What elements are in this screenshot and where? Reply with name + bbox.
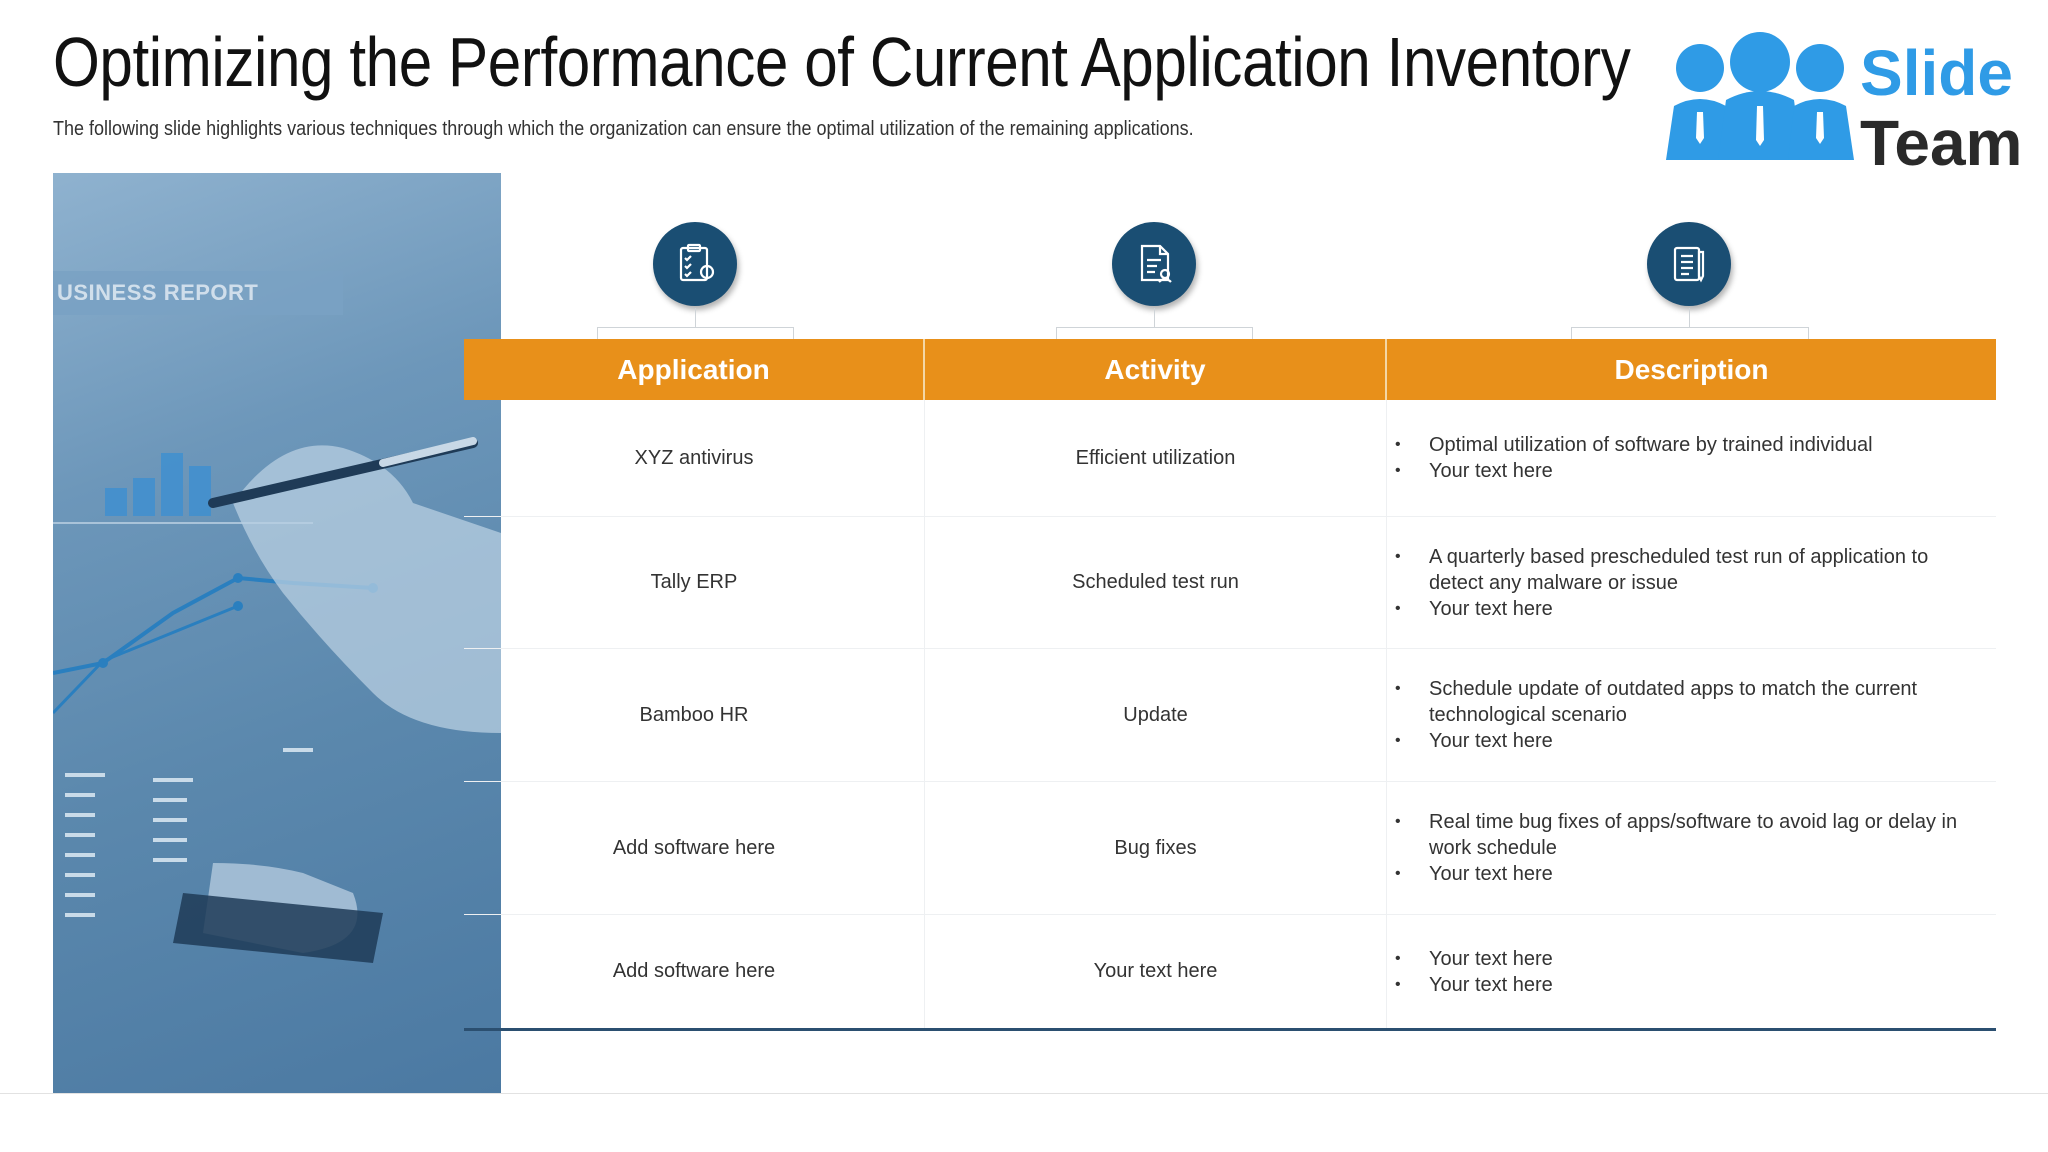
table-row: Tally ERP Scheduled test run A quarterly… bbox=[464, 517, 1996, 649]
cell-application: Tally ERP bbox=[464, 517, 925, 648]
checklist-user-icon bbox=[653, 222, 737, 306]
slideteam-logo: Slide Team bbox=[1660, 28, 2022, 179]
logo-text-slide: Slide bbox=[1860, 37, 2013, 109]
table-row: XYZ antivirus Efficient utilization Opti… bbox=[464, 400, 1996, 517]
cell-activity: Efficient utilization bbox=[925, 400, 1387, 516]
people-group-icon bbox=[1666, 32, 1854, 160]
description-bullet: Your text here bbox=[1395, 596, 1986, 622]
page-subtitle: The following slide highlights various t… bbox=[53, 118, 1194, 140]
table-row: Bamboo HR Update Schedule update of outd… bbox=[464, 649, 1996, 782]
description-bullet: Your text here bbox=[1395, 972, 1553, 998]
cell-application: Bamboo HR bbox=[464, 649, 925, 781]
page-title: Optimizing the Performance of Current Ap… bbox=[53, 23, 1631, 101]
footer-divider bbox=[0, 1093, 2048, 1094]
header-application: Application bbox=[464, 339, 925, 400]
description-bullet: Your text here bbox=[1395, 728, 1986, 754]
description-bullet: Real time bug fixes of apps/software to … bbox=[1395, 809, 1986, 861]
document-user-icon bbox=[1112, 222, 1196, 306]
logo-text-team: Team bbox=[1860, 107, 2023, 179]
cell-activity: Update bbox=[925, 649, 1387, 781]
description-bullet: Your text here bbox=[1395, 861, 1986, 887]
application-table: Application Activity Description XYZ ant… bbox=[464, 339, 1996, 1031]
description-bullet: Your text here bbox=[1395, 946, 1553, 972]
cell-application: XYZ antivirus bbox=[464, 400, 925, 516]
cell-application: Add software here bbox=[464, 782, 925, 914]
table-bottom-border bbox=[464, 1028, 1996, 1031]
cell-activity: Your text here bbox=[925, 915, 1387, 1028]
table-row: Add software here Bug fixes Real time bu… bbox=[464, 782, 1996, 915]
cell-description: Schedule update of outdated apps to matc… bbox=[1387, 649, 1996, 781]
business-report-photo: USINESS REPORT bbox=[53, 173, 501, 1094]
cell-activity: Scheduled test run bbox=[925, 517, 1387, 648]
cell-description: Real time bug fixes of apps/software to … bbox=[1387, 782, 1996, 914]
cell-activity: Bug fixes bbox=[925, 782, 1387, 914]
table-header: Application Activity Description bbox=[464, 339, 1996, 400]
photo-report-label: USINESS REPORT bbox=[53, 271, 343, 315]
cell-description: Your text here Your text here bbox=[1387, 915, 1996, 1028]
description-bullet: Your text here bbox=[1395, 458, 1873, 484]
description-bullet: Schedule update of outdated apps to matc… bbox=[1395, 676, 1986, 728]
table-row: Add software here Your text here Your te… bbox=[464, 915, 1996, 1028]
header-activity: Activity bbox=[925, 339, 1387, 400]
description-bullet: Optimal utilization of software by train… bbox=[1395, 432, 1873, 458]
notepad-list-icon bbox=[1647, 222, 1731, 306]
cell-application: Add software here bbox=[464, 915, 925, 1028]
description-bullet: A quarterly based prescheduled test run … bbox=[1395, 544, 1986, 596]
cell-description: Optimal utilization of software by train… bbox=[1387, 400, 1996, 516]
photo-illustration bbox=[53, 437, 501, 963]
cell-description: A quarterly based prescheduled test run … bbox=[1387, 517, 1996, 648]
header-description: Description bbox=[1614, 354, 1769, 385]
